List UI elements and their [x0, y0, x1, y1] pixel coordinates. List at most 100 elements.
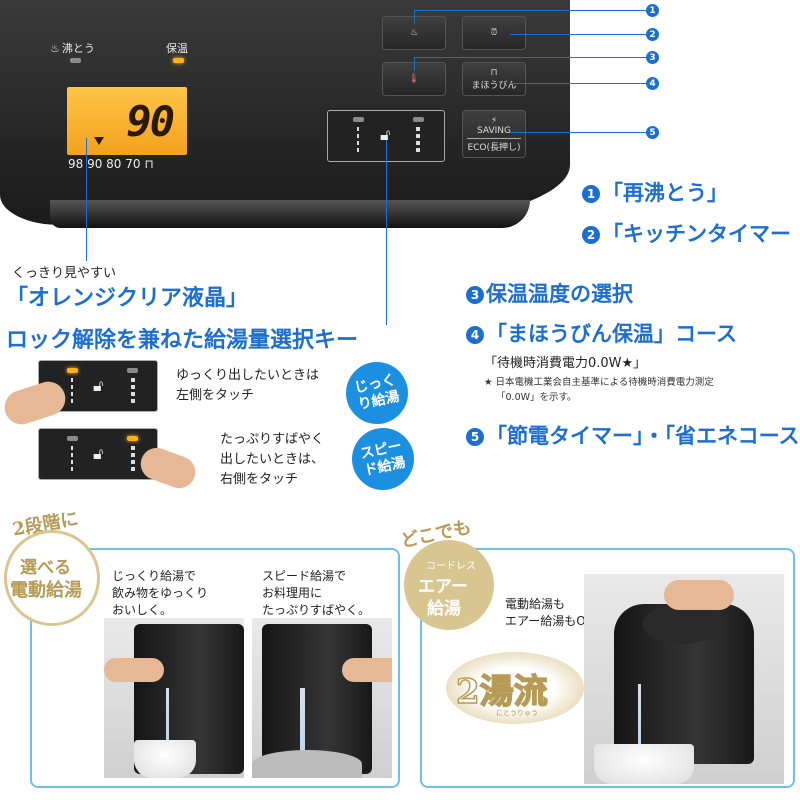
lock-fast-text-3: 右側をタッチ	[220, 472, 299, 487]
air-badge-main-2: 給湯	[427, 599, 461, 619]
lightning-icon: ⚡︎	[490, 115, 498, 126]
slow-right-led	[127, 368, 138, 373]
hand-right-touch	[136, 443, 200, 493]
pot-image-2	[262, 624, 372, 774]
device-lock-right-led	[413, 117, 424, 122]
slow-pour-photo	[104, 618, 244, 778]
feature-2-num: 2	[582, 226, 600, 244]
air-badge-small: コードレス	[426, 561, 476, 572]
nitouryu-logo-text: 2湯流	[455, 671, 548, 713]
hand-image-2	[342, 658, 392, 682]
pot-lid	[642, 604, 722, 644]
thermometer-icon: 🌡︎	[408, 74, 420, 84]
reboil-indicator: ♨ 沸とう	[50, 40, 95, 56]
feature-4-text: 「まほうびん保温」コース	[486, 321, 737, 346]
lock-slow-text-1: ゆっくり出したいときは	[176, 368, 320, 383]
callout-5-line	[510, 132, 646, 133]
keep-warm-led	[173, 58, 184, 63]
fast-right-bar	[131, 446, 135, 474]
hand-left-touch	[0, 377, 70, 429]
speed-pour-badge-text: スピード給湯	[358, 438, 407, 480]
reboil-led	[70, 58, 81, 63]
water-stream	[166, 688, 169, 748]
photo2-text-1: スピード給湯で	[262, 569, 347, 583]
feature-5-text: 「節電タイマー」・「省エネコース	[486, 423, 800, 448]
lock-heading: ロック解除を兼ねた給湯量選択キー	[6, 327, 359, 353]
slow-left-led	[67, 368, 78, 373]
pot-button-icon: ⊓	[490, 67, 498, 78]
feature-3-num: 3	[466, 286, 484, 304]
air-caption: 電動給湯も エアー給湯もOK	[505, 596, 594, 630]
fast-right-led	[127, 436, 138, 441]
feature-3-text: 保温温度の選択	[486, 281, 633, 306]
temp-scale-values: 98 90 80 70	[68, 157, 141, 171]
reboil-icon: ♨	[50, 41, 60, 55]
callout-2-marker: 2	[646, 28, 659, 41]
lock-fast-example[interactable]: 🔓︎	[38, 428, 158, 480]
feature-4-note-1: ★ 日本電機工業会自主基準による待機時消費電力測定	[484, 377, 714, 388]
lcd-display: 90	[67, 87, 187, 155]
keep-warm-label: 保温	[166, 42, 188, 55]
fast-left-bar	[71, 446, 73, 474]
lock-fast-text-2: 出したいときは、	[220, 452, 325, 467]
callout-1-stem	[414, 10, 415, 24]
lock-callout-line	[386, 140, 387, 325]
lcd-caption-big: 「オレンジクリア液晶」	[6, 285, 249, 311]
speed-pour-photo	[252, 618, 392, 778]
reboil-label: 沸とう	[61, 42, 95, 55]
fast-padlock-icon: 🔓︎	[93, 444, 104, 463]
photo1-text-1: じっくり給湯で	[112, 569, 197, 583]
air-badge-circle	[404, 540, 494, 630]
timer-button[interactable]: ⏰︎	[462, 16, 526, 50]
lock-slow-text-2: 左側をタッチ	[176, 388, 255, 403]
bowl-image	[252, 750, 362, 778]
speed-pour-badge: スピード給湯	[346, 422, 420, 496]
saving-label: SAVING	[477, 125, 511, 136]
photo1-text-3: おいしく。	[112, 603, 173, 617]
slow-left-bar	[71, 378, 73, 406]
lock-fast-text-1: たっぷりすばやく	[220, 432, 325, 447]
temp-scale: 98 90 80 70 ⊓	[68, 157, 154, 171]
callout-1-marker: 1	[646, 4, 659, 17]
panel-rim	[50, 200, 530, 228]
photo2-text-2: お料理用に	[262, 586, 323, 600]
feature-4-note-2: 「0.0W」を示す。	[496, 392, 577, 403]
nitouryu-logo-sub: にとうりゅう	[496, 709, 538, 717]
device-lock-left-bar	[357, 127, 359, 155]
lcd-callout-line	[86, 138, 87, 261]
saving-eco-button[interactable]: ⚡︎ SAVING ECO(長押し)	[462, 110, 526, 158]
callout-5-marker: 5	[646, 126, 659, 139]
device-lock-right-bar	[416, 127, 420, 155]
air-text-2: エアー給湯もOK	[505, 614, 594, 628]
air-text-1: 電動給湯も	[505, 597, 566, 611]
electric-badge-main-1: 選べる	[20, 558, 71, 578]
callout-3-line	[414, 57, 646, 58]
slow-pour-badge-text: じっくり給湯	[352, 372, 401, 414]
air-pour-photo	[584, 574, 784, 784]
callout-1-line	[414, 10, 646, 11]
feature-1-text: 「再沸とう」	[602, 180, 728, 205]
padlock-icon: 🔓︎	[380, 125, 391, 144]
reboil-button-icon: ♨	[409, 28, 419, 38]
slow-right-bar	[131, 378, 135, 406]
cup-image	[134, 740, 196, 778]
callout-3-marker: 3	[646, 51, 659, 64]
lcd-caption-small: くっきり見やすい	[12, 266, 117, 281]
pot-icon: ⊓	[144, 157, 154, 171]
fast-left-led	[67, 436, 78, 441]
water-stream-3	[638, 684, 641, 764]
feature-5: 5「節電タイマー」・「省エネコース	[466, 420, 800, 450]
lcd-pointer-icon	[94, 137, 104, 145]
mahoubin-label: まほうびん	[471, 80, 517, 91]
mahoubin-button[interactable]: ⊓ まほうびん	[462, 62, 526, 96]
slow-padlock-icon: 🔓︎	[93, 376, 104, 395]
electric-badge-main-2: 電動給湯	[10, 580, 82, 601]
feature-5-num: 5	[466, 428, 484, 446]
feature-4-subtitle: 「待機時消費電力0.0W★」	[484, 356, 647, 371]
slow-pour-badge: じっくり給湯	[340, 356, 414, 430]
nitouryu-logo: 2湯流 にとうりゅう	[446, 652, 584, 724]
feature-4: 4「まほうびん保温」コース	[466, 318, 737, 348]
callout-4-line	[510, 83, 646, 84]
feature-4-num: 4	[466, 326, 484, 344]
